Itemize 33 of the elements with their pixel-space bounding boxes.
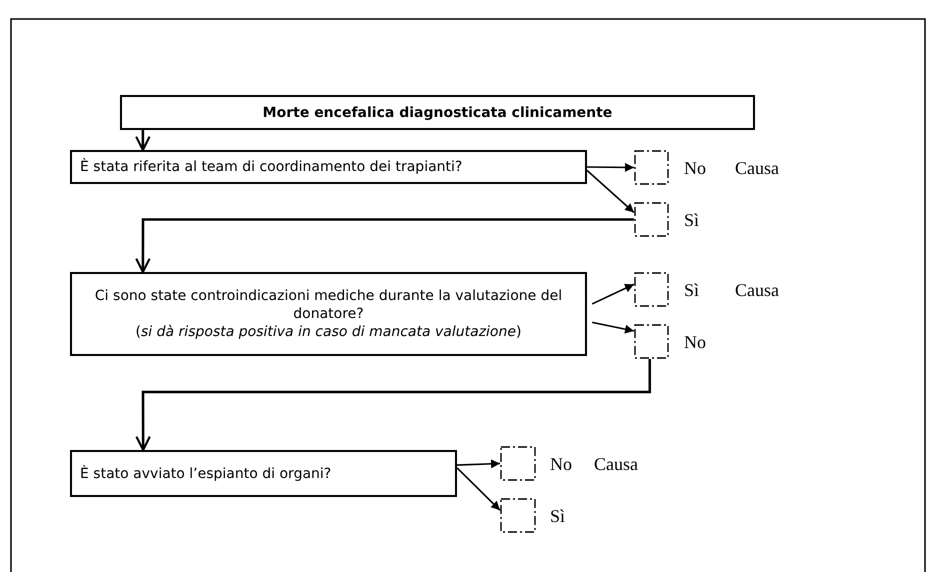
arrow [592,322,634,334]
dashed-checkbox [634,202,669,237]
option-label: Causa [594,454,638,474]
option-label: Causa [735,158,779,178]
arrow [586,170,635,214]
arrow [456,459,500,468]
box-text: Ci sono state controindicazioni mediche durante la valutazione del donatore? [94,287,564,323]
box-text: (si dà risposta positiva in caso di mancata valutazione) [136,323,522,341]
option-label: Sì [684,210,700,230]
process-box [120,95,755,130]
arrow [135,130,151,152]
box-text: Morte encefalica diagnosticata clinicamente [262,104,612,122]
option-label: No [684,332,706,352]
arrow [135,218,634,274]
process-box [70,150,587,184]
process-box [70,450,457,497]
option-label: Sì [550,506,566,526]
box-text: È stato avviato l’espianto di organi? [80,464,332,482]
dashed-checkbox [634,272,669,307]
arrow [135,359,651,452]
dashed-checkbox [634,150,669,185]
option-label: No [550,454,572,474]
arrow [592,284,634,305]
option-label: Sì [684,280,700,300]
option-label: No [684,158,706,178]
process-box [70,272,587,356]
arrow [587,162,634,172]
box-text: È stata riferita al team di coordinamento dei trapianti? [80,158,462,176]
arrow [456,467,501,511]
option-label: Causa [735,280,779,300]
dashed-checkbox [500,446,536,481]
dashed-checkbox [634,324,669,359]
dashed-checkbox [500,498,536,533]
